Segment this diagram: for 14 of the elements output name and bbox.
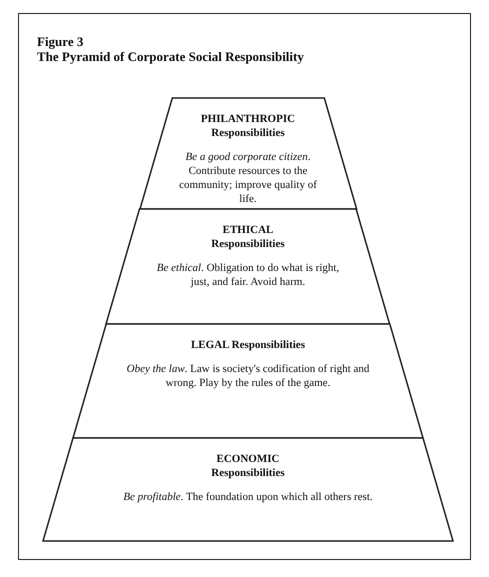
tier-description: Be a good corporate citizen. Contribute resources to the community; improve quality of life. bbox=[178, 150, 318, 206]
pyramid-tier bbox=[42, 438, 453, 541]
pyramid-tier bbox=[140, 98, 356, 209]
tier-description: Obey the law. Law is society's codification of right and wrong. Play by the rules of the game. bbox=[126, 362, 370, 390]
tier-heading: PHILANTHROPIC Responsibilities bbox=[200, 112, 296, 140]
pyramid-tier bbox=[106, 209, 390, 324]
tier-heading: ECONOMIC Responsibilities bbox=[210, 452, 286, 480]
tier-description: Be ethical. Obligation to do what is right, just, and fair. Avoid harm. bbox=[156, 261, 340, 289]
tier-heading: LEGAL Responsibilities bbox=[190, 338, 306, 352]
figure-number: Figure 3 bbox=[37, 34, 84, 49]
pyramid-tier bbox=[72, 324, 423, 438]
tier-heading: ETHICAL Responsibilities bbox=[210, 223, 286, 251]
tier-description: Be profitable. The foundation upon which all others rest. bbox=[122, 490, 374, 504]
figure-title: The Pyramid of Corporate Social Responsibility bbox=[37, 49, 304, 64]
